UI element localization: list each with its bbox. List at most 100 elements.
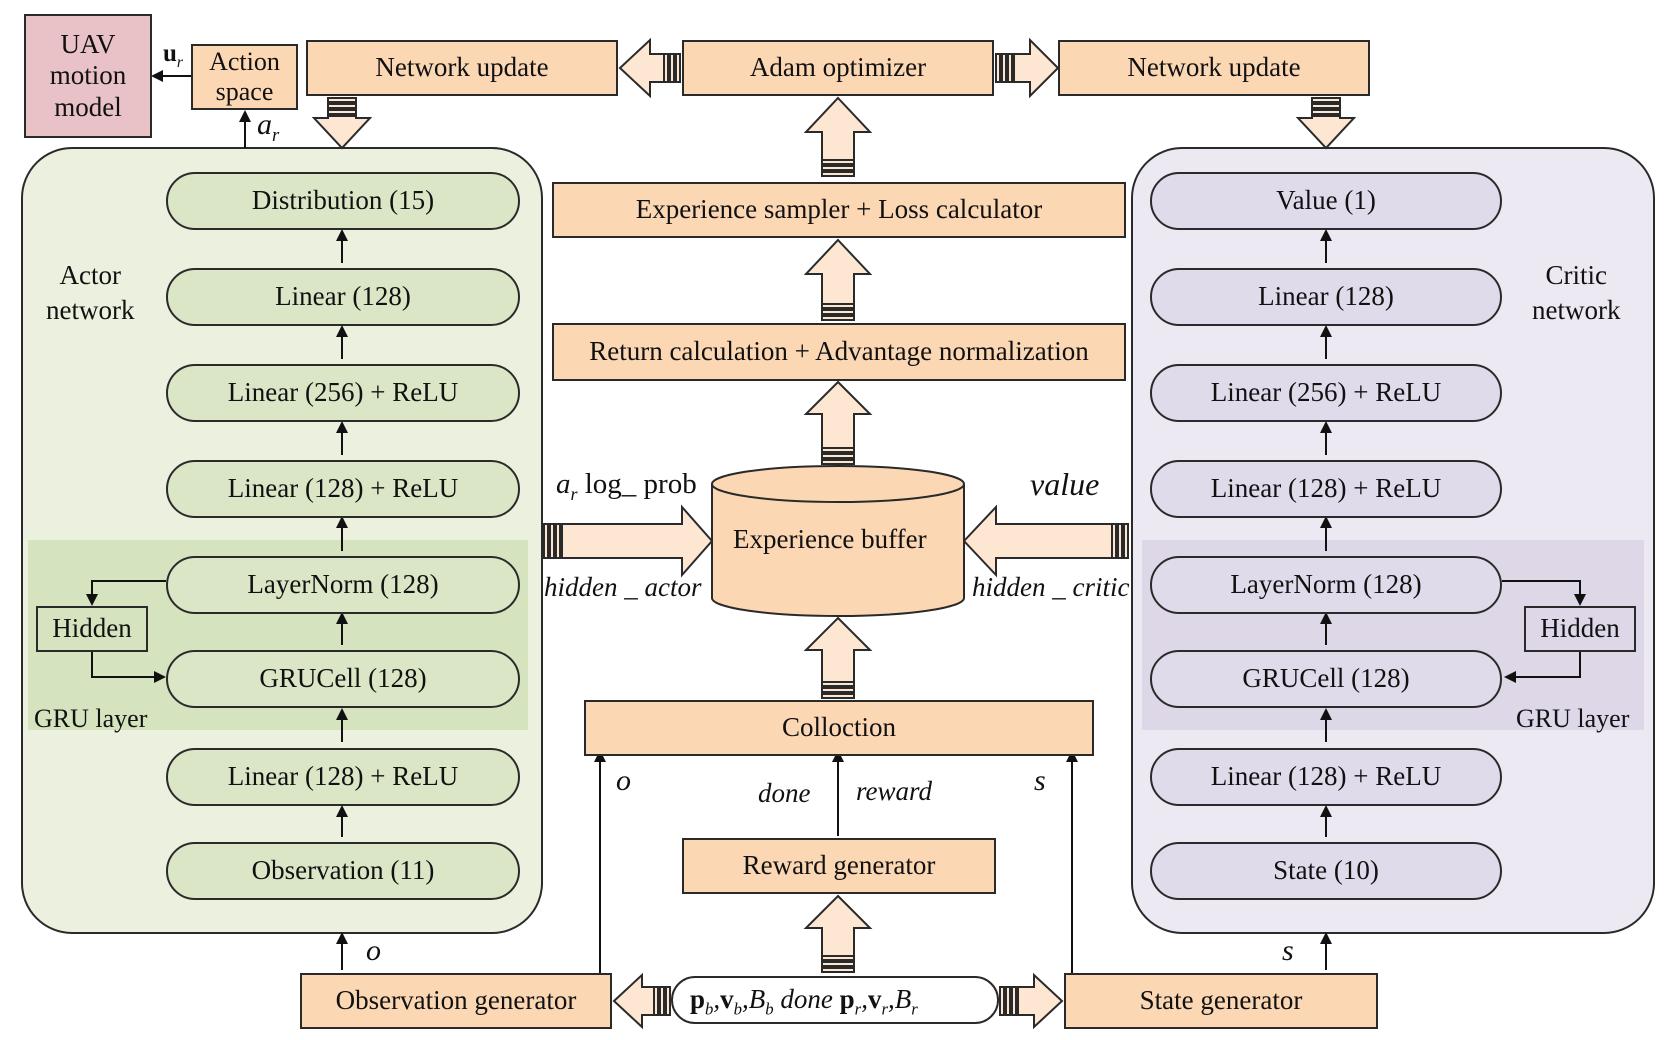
critic-gru-layer-label: GRU layer (1516, 704, 1630, 733)
hollow-arrows (311, 37, 1357, 1030)
arrow-stripe (1005, 986, 1011, 1016)
hidden-actor-label: hidden _ actor (544, 572, 702, 602)
o-bottom-label: o (366, 934, 381, 967)
arrow-stripe (821, 447, 855, 453)
return-calculation-box: Return calculation + Advantage normaliza… (552, 323, 1126, 381)
uav-line-2: motion (49, 60, 127, 91)
arrow-stripe (1311, 103, 1341, 109)
network-update-right-box: Network update (1058, 40, 1370, 96)
arrow-stripe (663, 53, 669, 83)
a-r-top-label: ar (257, 108, 280, 146)
critic-linear256-relu-layer: Linear (256) + ReLU (1150, 364, 1502, 422)
arrow-stripe (999, 986, 1005, 1016)
critic-flow-arrows (1320, 229, 1586, 837)
arrow-stripe (327, 103, 357, 109)
arrow-stripe (665, 986, 671, 1016)
o-mid-label: o (616, 764, 631, 797)
experience-buffer-cylinder (711, 465, 965, 617)
uav-line-1: UAV (60, 29, 116, 60)
hollow-arrow-to-actor (311, 115, 373, 150)
actor-flow-arrows (86, 229, 348, 837)
hollow-arrow-to-critic (1295, 115, 1357, 150)
actor-gru-layer-label: GRU layer (34, 704, 148, 733)
hollow-arrow-to-reward (803, 894, 873, 963)
arrow-stripe (821, 955, 855, 961)
arrow-stripe (821, 459, 855, 465)
value-label: value (1030, 466, 1100, 502)
arrow-stripe (821, 165, 855, 171)
uav-motion-model-box: UAV motion model (24, 14, 152, 138)
s-bottom-label: s (1282, 934, 1294, 967)
critic-linear128-layer: Linear (128) (1150, 268, 1502, 326)
actor-title-line-2: network (46, 295, 135, 326)
hollow-arrow-adam-to-update-right (1013, 37, 1060, 99)
actor-distribution-layer: Distribution (15) (166, 172, 520, 230)
arrow-stripe (821, 693, 855, 699)
arrow-stripe (821, 315, 855, 321)
arrow-stripe (821, 159, 855, 165)
critic-linear128-relu-bottom-layer: Linear (128) + ReLU (1150, 748, 1502, 806)
arrow-stripe (821, 967, 855, 973)
actor-grucell-layer: GRUCell (128) (166, 650, 520, 708)
arrow-stripe (821, 453, 855, 459)
arrow-stripe (1117, 523, 1123, 559)
hollow-arrow-to-return (803, 380, 873, 449)
hidden-critic-label: hidden _ critic (972, 572, 1130, 602)
top-arrows (151, 70, 1332, 973)
hollow-arrow-adam-to-update-left (618, 37, 665, 99)
arrow-stripe (327, 109, 357, 115)
actor-linear128-relu-bottom-layer: Linear (128) + ReLU (166, 748, 520, 806)
actor-network-title: Actor network (46, 258, 134, 328)
actor-hidden-box: Hidden (36, 606, 148, 652)
arrow-stripe (821, 681, 855, 687)
arrow-stripe (543, 523, 549, 559)
arrow-stripe (659, 986, 665, 1016)
observation-generator-box: Observation generator (300, 973, 612, 1029)
arrow-stripe (1123, 523, 1129, 559)
ar-logprob-label: ar log_ prob (556, 468, 697, 504)
adam-optimizer-box: Adam optimizer (682, 40, 994, 96)
reward-label: reward (856, 776, 933, 806)
hollow-arrow-env-to-obs (612, 972, 655, 1030)
action-space-line-1: Action (209, 47, 280, 77)
reward-generator-box: Reward generator (682, 838, 996, 894)
experience-buffer-label: Experience buffer (733, 524, 927, 554)
uav-line-3: model (54, 91, 122, 122)
critic-state-layer: State (10) (1150, 842, 1502, 900)
collection-box: Colloction (584, 700, 1094, 756)
critic-hidden-box: Hidden (1524, 606, 1636, 652)
arrow-stripe (1311, 97, 1341, 103)
arrow-stripe (1311, 109, 1341, 115)
critic-linear128-relu-top-layer: Linear (128) + ReLU (1150, 460, 1502, 518)
actor-title-line-1: Actor (59, 260, 121, 290)
state-generator-box: State generator (1064, 973, 1378, 1029)
action-space-box: Action space (191, 44, 298, 110)
arrow-stripe (653, 986, 659, 1016)
critic-title-line-2: network (1532, 295, 1621, 326)
arrow-stripe (1011, 986, 1017, 1016)
arrow-stripe (821, 171, 855, 177)
arrow-stripe (821, 303, 855, 309)
hollow-arrow-env-to-state (1017, 972, 1064, 1030)
experience-sampler-box: Experience sampler + Loss calculator (552, 182, 1126, 238)
actor-linear256-relu-layer: Linear (256) + ReLU (166, 364, 520, 422)
arrow-stripe (675, 53, 681, 83)
critic-network-title: Critic network (1532, 258, 1620, 328)
s-mid-label: s (1034, 764, 1046, 797)
done-label: done (758, 778, 811, 808)
arrow-stripe (995, 53, 1001, 83)
critic-value-layer: Value (1) (1150, 172, 1502, 230)
env-state-vars: pb,vb,Bb done pr,vr,Br (690, 984, 918, 1019)
hollow-arrow-to-buffer (803, 616, 873, 683)
arrow-stripe (669, 53, 675, 83)
actor-layernorm-layer: LayerNorm (128) (166, 556, 520, 614)
hollow-arrow-to-adam (803, 96, 873, 165)
hollow-arrow-actor-to-buffer (561, 504, 714, 578)
env-state-pill (671, 976, 999, 1024)
u-r-label: ur (163, 40, 183, 71)
actor-linear128-relu-top-layer: Linear (128) + ReLU (166, 460, 520, 518)
critic-layernorm-layer: LayerNorm (128) (1150, 556, 1502, 614)
network-update-left-box: Network update (306, 40, 618, 96)
hollow-arrow-critic-to-buffer (962, 504, 1113, 578)
